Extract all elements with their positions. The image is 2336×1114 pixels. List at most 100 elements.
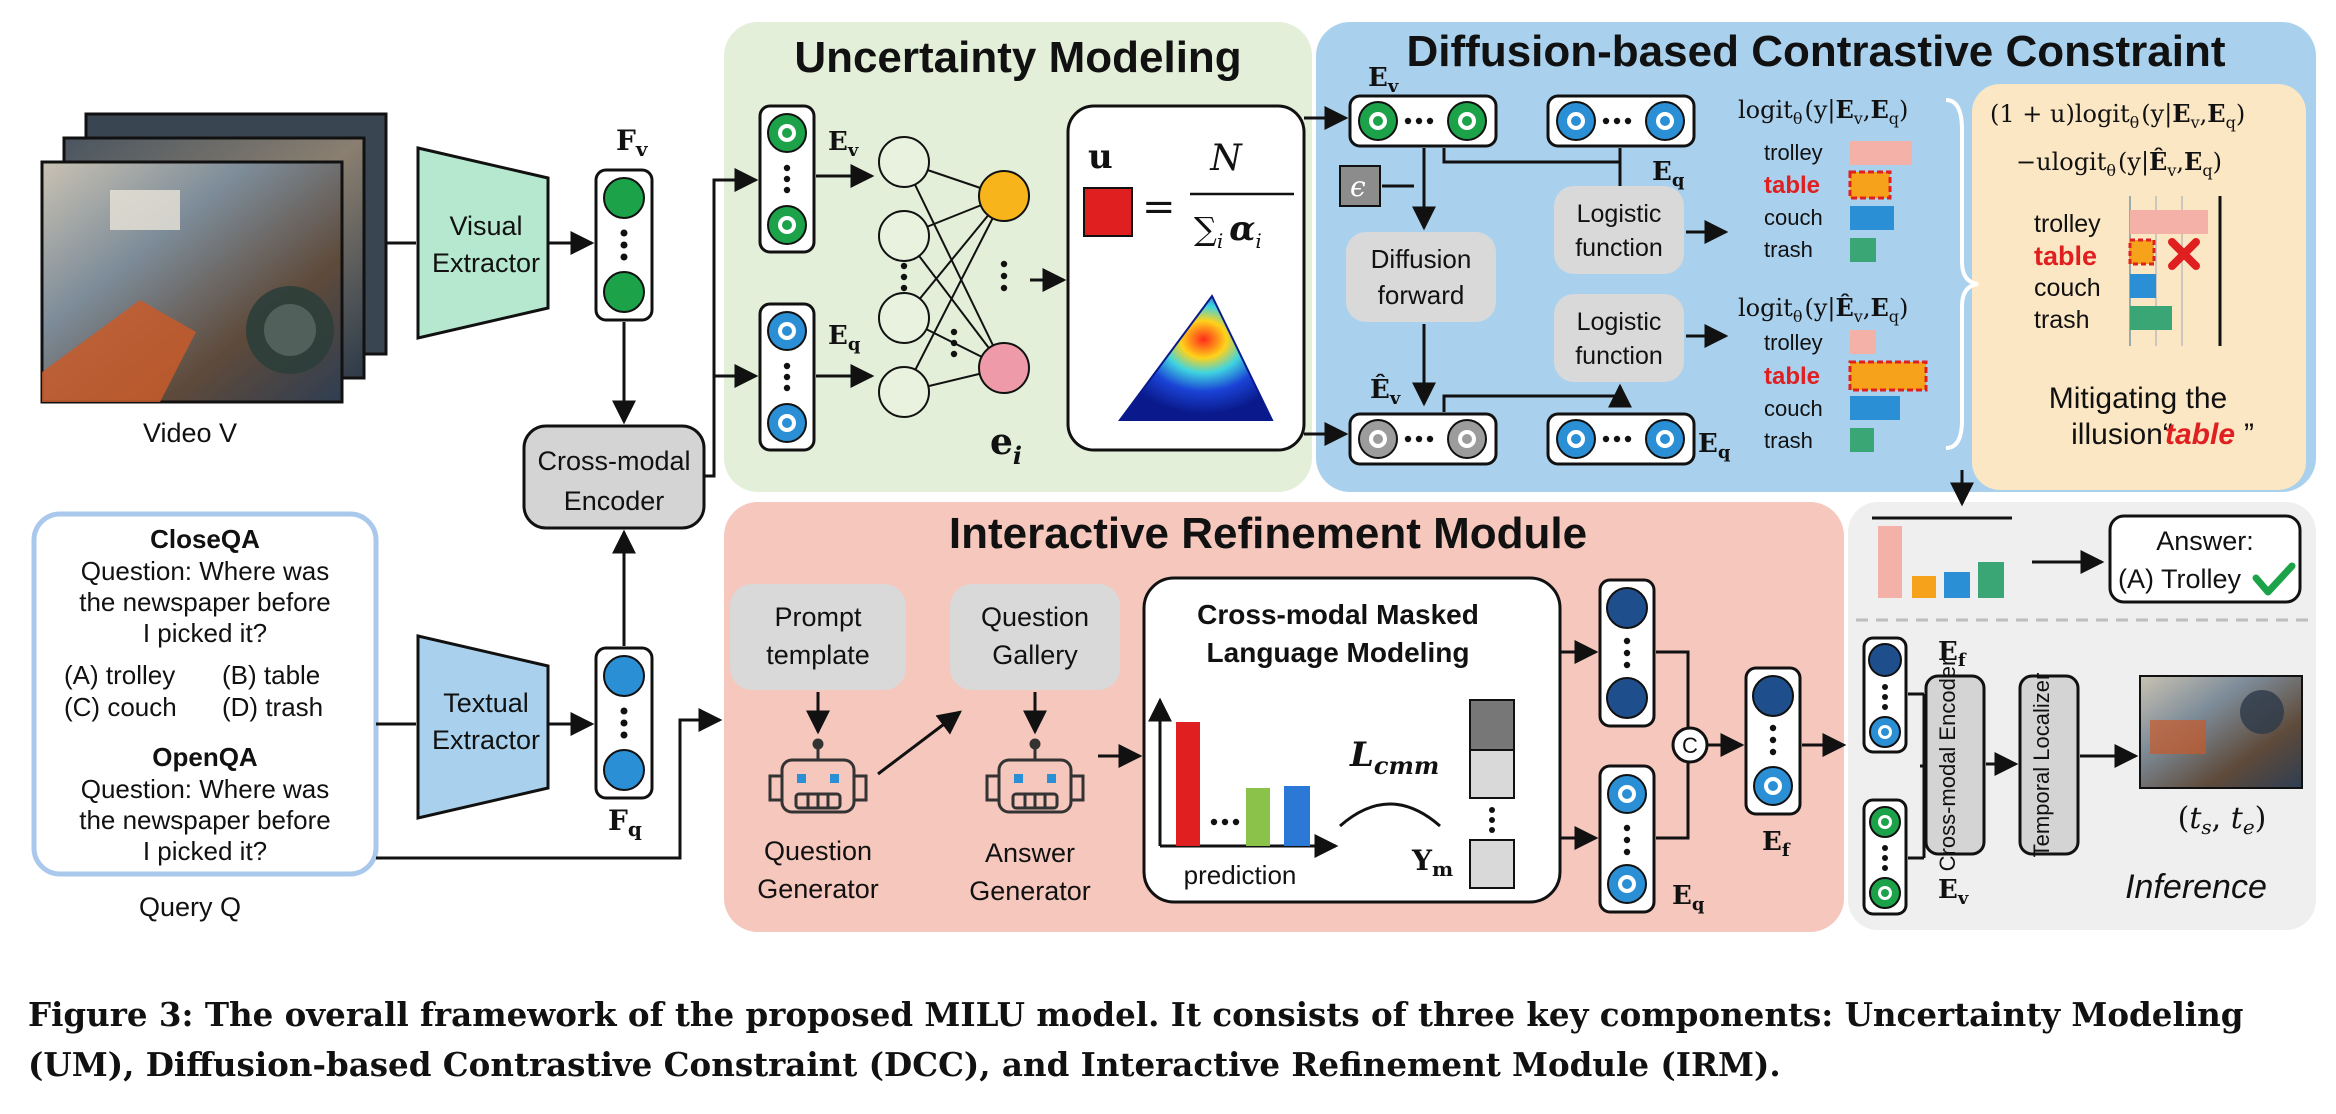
mitigated-bars: trolley table couch trash [2034, 196, 2222, 346]
fq-label: Fq [608, 804, 642, 841]
concat-symbol [1671, 726, 1709, 764]
prompt-template-label-2: template [766, 640, 870, 670]
u-red-square [1083, 187, 1133, 237]
irm-eq-stack [1598, 764, 1656, 914]
dcc-ev-hat-chain [1348, 412, 1498, 466]
mit-option-trash: trash [2034, 306, 2090, 334]
cross-modal-encoder-label-2: Encoder [564, 486, 665, 516]
epsilon-symbol: ϵ [1350, 170, 1366, 203]
closeqa-title: CloseQA [150, 524, 260, 554]
prediction-chart [1148, 697, 1339, 858]
concat-label: C [1682, 733, 1698, 758]
logit-bottom: logitθ(y|Êv,Eq) [1738, 293, 1908, 326]
merge-brace [1945, 98, 1979, 450]
logistic-top-label-2: function [1575, 234, 1663, 262]
answer-value: (A) Trolley [2118, 564, 2242, 594]
prediction-label: prediction [1184, 860, 1297, 890]
inference-ef-stack [1862, 636, 1908, 754]
textual-extractor-label-2: Extractor [432, 725, 540, 755]
openqa-question-2: the newspaper before [79, 805, 331, 835]
video-frames [40, 112, 388, 404]
option-a: (A) trolley [64, 660, 175, 690]
answer-generator-robot-icon [985, 738, 1085, 814]
dcc-eq-chain-top [1546, 94, 1696, 148]
textual-extractor-label-1: Textual [443, 688, 529, 718]
temporal-localizer-label: Temporal Localizer [2029, 673, 2054, 858]
openqa-question-3: I picked it? [143, 836, 267, 866]
dcc-eq-label-top: Eq [1652, 157, 1685, 191]
irm-eq-label: Eq [1672, 881, 1705, 915]
inference-ev-stack [1862, 798, 1908, 916]
inference-label: Inference [2125, 868, 2267, 906]
question-gallery-label-1: Question [981, 602, 1089, 632]
answer-box [2108, 514, 2302, 604]
lcmm-label: Lcmm [1349, 735, 1439, 780]
cross-modal-encoder-label-1: Cross-modal [537, 446, 690, 476]
numerator: N [1209, 138, 1243, 179]
network-ellipsis [900, 260, 1008, 358]
irm-ef-stack [1744, 666, 1802, 816]
prompt-template-box [730, 584, 906, 690]
visual-extractor [416, 146, 550, 340]
logistic-bottom-label-1: Logistic [1577, 308, 1662, 336]
illusion-word: table [2165, 418, 2235, 451]
logistic-top-label-1: Logistic [1577, 200, 1662, 228]
answer-generator-label-1: Answer [985, 838, 1075, 868]
closeqa-question-1: Question: Where was [81, 556, 330, 586]
final-score-chart [1872, 516, 2012, 598]
bottom-option-couch: couch [1764, 396, 1823, 421]
query-box [31, 511, 379, 877]
mit-option-couch: couch [2034, 274, 2101, 302]
fv-feature-stack [594, 168, 654, 322]
top-option-trash: trash [1764, 237, 1813, 262]
uncertainty-network [878, 136, 1030, 418]
inference-cross-modal-encoder [1924, 674, 1986, 856]
dcc-ev-hat-label: Êv [1370, 373, 1401, 409]
bottom-option-trash: trash [1764, 428, 1813, 453]
inference-cme-label: Cross-modal Encoder [1935, 659, 1960, 872]
fq-feature-stack [594, 646, 654, 800]
question-generator-label-2: Generator [757, 874, 879, 904]
bottom-option-trolley: trolley [1764, 330, 1823, 355]
option-d: (D) trash [222, 692, 323, 722]
u-symbol: u [1088, 137, 1113, 177]
mitigating-line-2: illusion“ [2071, 418, 2173, 451]
equals-sign: = [1142, 184, 1176, 230]
dcc-ev-chain [1348, 94, 1498, 148]
top-option-trolley: trolley [1764, 140, 1823, 165]
ei-label: ei [990, 421, 1022, 470]
illusion-close-quote: ” [2244, 418, 2254, 451]
logit-top: logitθ(y|Ev,Eq) [1738, 95, 1908, 128]
ym-label: Ym [1411, 844, 1453, 881]
openqa-title: OpenQA [152, 742, 258, 772]
um-eq-stack [758, 302, 816, 452]
formula-line-1: (1 + u)logitθ(y|Ev,Eq) [1990, 99, 2245, 132]
diffusion-forward-label-1: Diffusion [1371, 244, 1472, 274]
um-title: Uncertainty Modeling [794, 33, 1241, 82]
logistic-bottom-label-2: function [1575, 342, 1663, 370]
irm-title: Interactive Refinement Module [949, 509, 1587, 558]
logistic-function-top [1554, 186, 1684, 274]
cross-mark-icon [2168, 238, 2200, 270]
inference-ef-label: Ef [1938, 637, 1967, 671]
option-c: (C) couch [64, 692, 177, 722]
option-b: (B) table [222, 660, 320, 690]
openqa-question-1: Question: Where was [81, 774, 330, 804]
fv-label: Fv [616, 124, 649, 161]
top-option-table: table [1764, 172, 1820, 199]
irm-ef-label: Ef [1762, 827, 1791, 861]
figure-caption: Figure 3: The overall framework of the p… [28, 995, 2244, 1084]
um-ev-stack [758, 104, 816, 254]
cmlm-title-2: Language Modeling [1207, 637, 1470, 668]
dcc-ev-label: Ev [1368, 63, 1399, 97]
mitigating-line-1: Mitigating the [2049, 382, 2227, 415]
irm-ef-stack-top [1598, 578, 1656, 728]
dcc-eq-chain-bottom [1546, 412, 1696, 466]
visual-extractor-label-1: Visual [449, 211, 522, 241]
logit-top-bars: trolley table couch trash [1764, 140, 1912, 262]
video-label: Video V [143, 418, 237, 448]
um-ev-label: Ev [828, 127, 859, 161]
diffusion-forward-box [1346, 232, 1496, 322]
ym-token-stack [1469, 699, 1515, 889]
